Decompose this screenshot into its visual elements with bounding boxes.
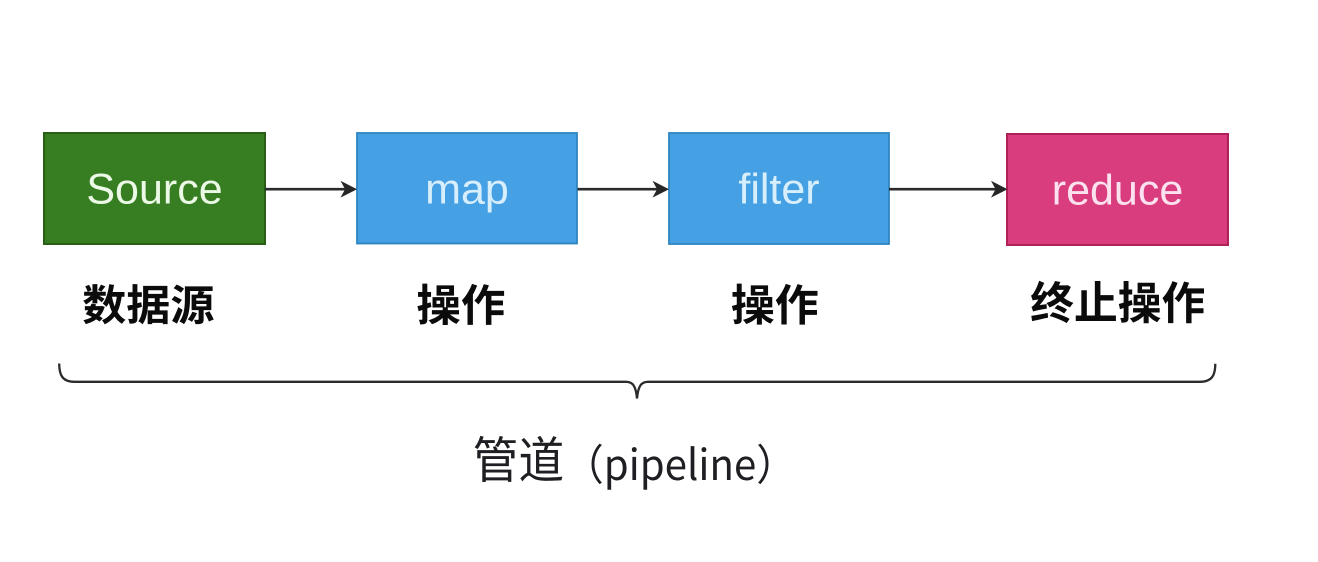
svg-text:reduce: reduce: [1052, 167, 1183, 215]
svg-text:Source: Source: [86, 166, 222, 214]
svg-text:map: map: [425, 166, 509, 214]
svg-text:filter: filter: [738, 166, 819, 214]
